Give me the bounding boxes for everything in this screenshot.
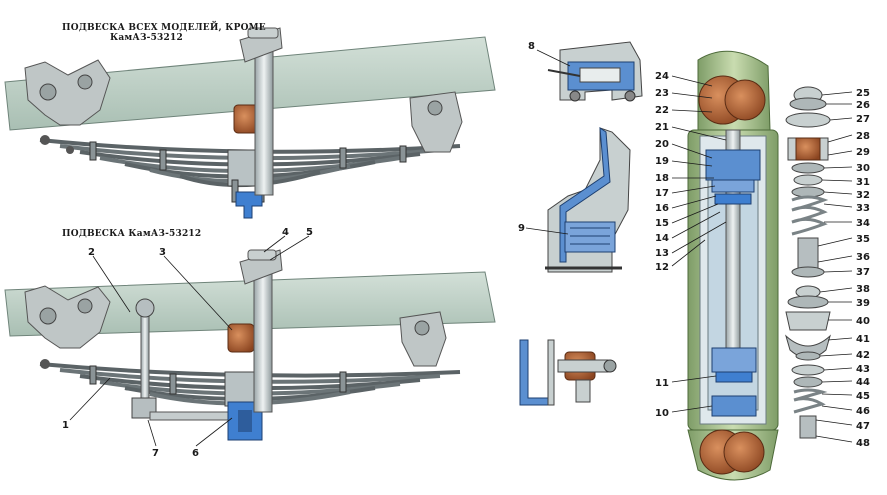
callout-34: 34 [856, 218, 870, 229]
callout-29: 29 [856, 147, 870, 158]
callout-10: 10 [655, 408, 669, 419]
caption-top-line1: ПОДВЕСКА ВСЕХ МОДЕЛЕЙ, КРОМЕ [62, 23, 266, 33]
top-suspension-assembly [4, 27, 496, 219]
callout-28: 28 [856, 131, 870, 142]
callout-47: 47 [856, 421, 870, 432]
callout-24: 24 [655, 71, 669, 82]
callout-26: 26 [856, 100, 870, 111]
callout-43: 43 [856, 364, 870, 375]
callout-38: 38 [856, 284, 870, 295]
callout-44: 44 [856, 377, 870, 388]
caption-middle: ПОДВЕСКА КамАЗ-53212 [62, 229, 202, 239]
callout-11: 11 [655, 378, 669, 389]
callout-46: 46 [856, 406, 870, 417]
callout-3: 3 [159, 247, 166, 258]
callout-17: 17 [655, 188, 669, 199]
callout-36: 36 [856, 252, 870, 263]
callout-23: 23 [655, 88, 669, 99]
detail-bracket-with-bushing [519, 339, 617, 406]
bottom-suspension-assembly [4, 249, 496, 441]
callout-25: 25 [856, 88, 870, 99]
callout-5: 5 [306, 227, 313, 238]
detail-9-spring-bracket [545, 127, 631, 273]
callout-40: 40 [856, 316, 870, 327]
callout-45: 45 [856, 391, 870, 402]
callout-15: 15 [655, 218, 669, 229]
exploded-parts-stack [785, 86, 831, 439]
callout-1: 1 [62, 420, 69, 431]
callout-8: 8 [528, 41, 535, 52]
callout-22: 22 [655, 105, 669, 116]
callout-33: 33 [856, 203, 870, 214]
callout-numbers: 1 2 3 4 5 6 7 8 9 10 11 12 13 14 15 16 1… [62, 41, 870, 459]
callout-12: 12 [655, 262, 669, 273]
shock-absorber-section [687, 50, 779, 481]
callout-4: 4 [282, 227, 289, 238]
callout-7: 7 [152, 448, 159, 459]
callout-39: 39 [856, 298, 870, 309]
callout-32: 32 [856, 190, 870, 201]
callout-30: 30 [856, 163, 870, 174]
callout-35: 35 [856, 234, 870, 245]
callout-41: 41 [856, 334, 870, 345]
callout-42: 42 [856, 350, 870, 361]
callout-21: 21 [655, 122, 669, 133]
callout-9: 9 [518, 223, 525, 234]
callout-14: 14 [655, 233, 669, 244]
callout-19: 19 [655, 156, 669, 167]
callout-37: 37 [856, 267, 870, 278]
callout-18: 18 [655, 173, 669, 184]
callout-6: 6 [192, 448, 199, 459]
callout-48: 48 [856, 438, 870, 449]
callout-2: 2 [88, 247, 95, 258]
callout-27: 27 [856, 114, 870, 125]
callout-20: 20 [655, 139, 669, 150]
caption-top-line2: КамАЗ-53212 [110, 33, 183, 43]
callout-31: 31 [856, 177, 870, 188]
callout-16: 16 [655, 203, 669, 214]
callout-13: 13 [655, 248, 669, 259]
callout-leaders [69, 49, 853, 447]
detail-8-spring-end [547, 41, 643, 102]
